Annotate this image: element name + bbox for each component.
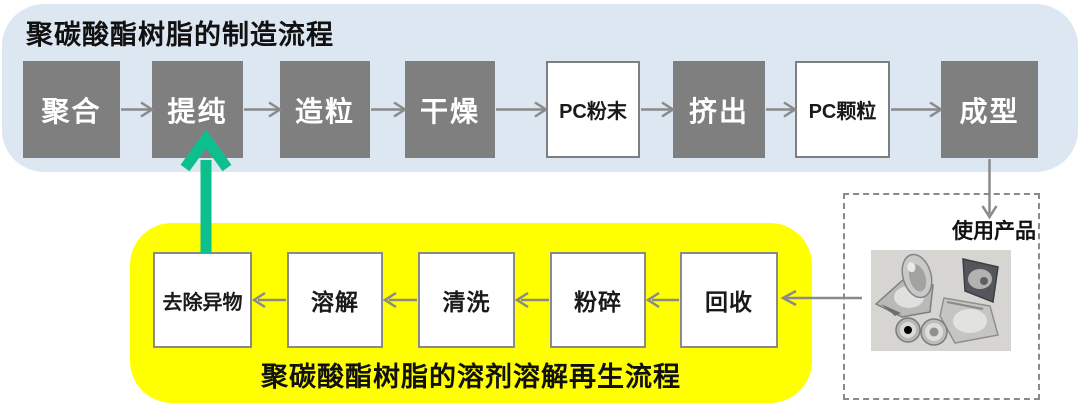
step-crushing: 粉碎	[550, 252, 646, 348]
material-pc-pellets: PC颗粒	[795, 61, 890, 158]
step-remove-foreign-matter: 去除异物	[153, 252, 252, 348]
foglamp-left-icon	[895, 317, 921, 343]
step-washing: 清洗	[418, 252, 515, 348]
step-granulation: 造粒	[280, 61, 370, 158]
step-molding: 成型	[941, 61, 1038, 158]
headlamp-dark-icon	[962, 258, 999, 304]
step-dissolving: 溶解	[287, 252, 383, 348]
headlamps-photo	[871, 250, 1011, 351]
step-purification: 提纯	[152, 61, 243, 158]
foglamp-right-icon	[920, 318, 948, 346]
step-polymerization: 聚合	[23, 61, 120, 158]
headlamp-oval-icon	[901, 253, 933, 299]
manufacturing-flow-title: 聚碳酸酯树脂的制造流程	[26, 20, 334, 50]
step-extrusion: 挤出	[673, 61, 765, 158]
recycle-flow-title: 聚碳酸酯树脂的溶剂溶解再生流程	[261, 362, 681, 392]
step-collection: 回收	[680, 252, 778, 348]
headlamp-right-icon	[939, 297, 999, 344]
material-pc-powder: PC粉末	[546, 61, 640, 158]
step-drying: 干燥	[405, 61, 495, 158]
used-products-label: 使用产品	[952, 220, 1036, 243]
